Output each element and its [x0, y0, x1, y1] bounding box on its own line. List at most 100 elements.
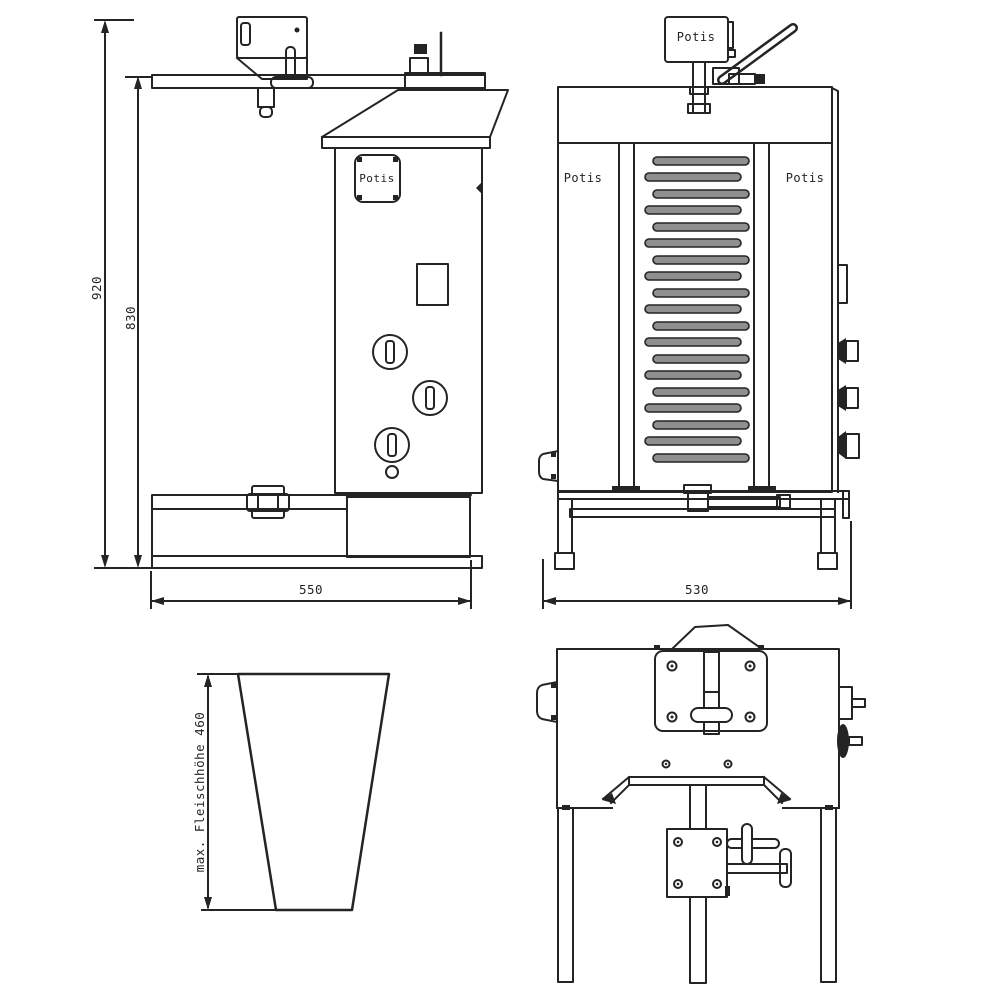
rear-screw-dot [664, 762, 668, 766]
gas-knob-cone [838, 431, 846, 459]
plate-corner-mark [357, 157, 362, 162]
rear-right-fittings [837, 686, 866, 758]
frame-foot [817, 552, 838, 570]
knob-slot [387, 433, 397, 457]
shelf-wedge [602, 793, 616, 804]
frame-foot [554, 552, 575, 570]
gear-screw-dot [676, 840, 680, 844]
gas-knob-cone [838, 338, 846, 364]
meat-cone [236, 672, 391, 912]
plate-corner-mark [393, 157, 398, 162]
heater-bar [652, 222, 750, 232]
rear-left-latch [536, 680, 559, 724]
gear-tab [725, 886, 730, 896]
rear-mount-plate [654, 650, 768, 735]
motor-assembly [235, 16, 314, 118]
heater-bar [644, 337, 742, 347]
rear-view [536, 624, 866, 984]
dim-460-arrow-top [204, 674, 212, 687]
plate-screw-dot [670, 715, 674, 719]
rear-shelf [601, 775, 792, 805]
crank-handle [779, 848, 792, 888]
bearing-bar [707, 496, 781, 508]
element-rails [612, 142, 776, 492]
front-frame [554, 484, 850, 570]
rear-gable [670, 624, 764, 651]
motor-vent-slot [240, 22, 251, 46]
motor-spigot-cap [259, 106, 273, 118]
shaft-foot [687, 103, 711, 114]
side-view: 920 830 [89, 16, 509, 609]
dim-920-text: 920 [89, 276, 104, 300]
latch-mark [551, 683, 556, 688]
rear-screw [661, 759, 671, 769]
shelf-bar [628, 776, 765, 786]
knob [372, 334, 408, 370]
latch-outline [536, 680, 559, 724]
gas-knob [845, 387, 859, 409]
front-motor: Potis [664, 16, 798, 114]
dim-830-arrow-bottom [134, 555, 142, 568]
base-plate [151, 555, 483, 569]
gear-screw-dot [715, 840, 719, 844]
rear-bracket-pin [851, 698, 866, 708]
heater-bar [652, 189, 750, 199]
inspection-window [416, 263, 449, 306]
rear-knob-dark [837, 724, 849, 758]
rail-foot [612, 486, 640, 492]
plate-screw-dot [748, 715, 752, 719]
plate-screw [744, 711, 756, 723]
leg-mark [825, 805, 833, 810]
side-handle [837, 264, 848, 304]
lever-pin [755, 74, 765, 84]
motor-cross-pill [270, 76, 314, 89]
dim-460-text: max. Fleischhöhe 460 [192, 712, 207, 873]
dim-460-arrow-bottom [204, 897, 212, 910]
heater-bar [652, 321, 750, 331]
dim-830-text: 830 [123, 306, 138, 330]
spit-clamp-bottom [251, 509, 285, 519]
spit-rod-clamp [404, 31, 486, 90]
side-body-tick [476, 182, 482, 194]
gear-screw [673, 879, 683, 889]
plate-corner-mark [357, 195, 362, 200]
motor-spigot [257, 87, 275, 108]
rear-bracket [838, 686, 853, 720]
heater-bar [644, 172, 742, 182]
front-left-latch [538, 449, 560, 483]
support-arm [151, 74, 486, 89]
plate-screw-dot [670, 664, 674, 668]
clamp-bracket [409, 57, 429, 74]
dim-550-arrow-left [151, 597, 164, 605]
gas-knob [845, 433, 860, 459]
cone-view: max. Fleischhöhe 460 [192, 672, 391, 912]
side-base [151, 485, 483, 569]
heating-elements [644, 156, 750, 463]
heater-bar [652, 387, 750, 397]
brand-plate: Potis [354, 154, 401, 203]
dim-530-arrow-right [838, 597, 851, 605]
spit-support-arm [151, 494, 348, 510]
front-right-panel-label: Potis [786, 171, 825, 185]
shelf-wedge [777, 793, 791, 804]
front-motor-label: Potis [677, 30, 716, 44]
gear-box [666, 823, 792, 898]
clamp-block [414, 44, 427, 54]
heater-bar [652, 420, 750, 430]
dim-530-text: 530 [685, 582, 709, 597]
motor-post [285, 46, 296, 79]
heater-bar [644, 271, 742, 281]
gear-plate [666, 828, 728, 898]
latch-mark [551, 715, 556, 720]
heater-bar [652, 156, 750, 166]
rear-leg [557, 807, 574, 983]
front-right-fittings [837, 264, 860, 459]
dim-550-arrow-right [458, 597, 471, 605]
crank-lower-bar [726, 863, 788, 874]
plate-screw [666, 660, 678, 672]
gas-knob [845, 340, 859, 362]
gable-mark [654, 645, 660, 649]
motor-bracket [235, 56, 308, 80]
heater-bar [652, 453, 750, 463]
